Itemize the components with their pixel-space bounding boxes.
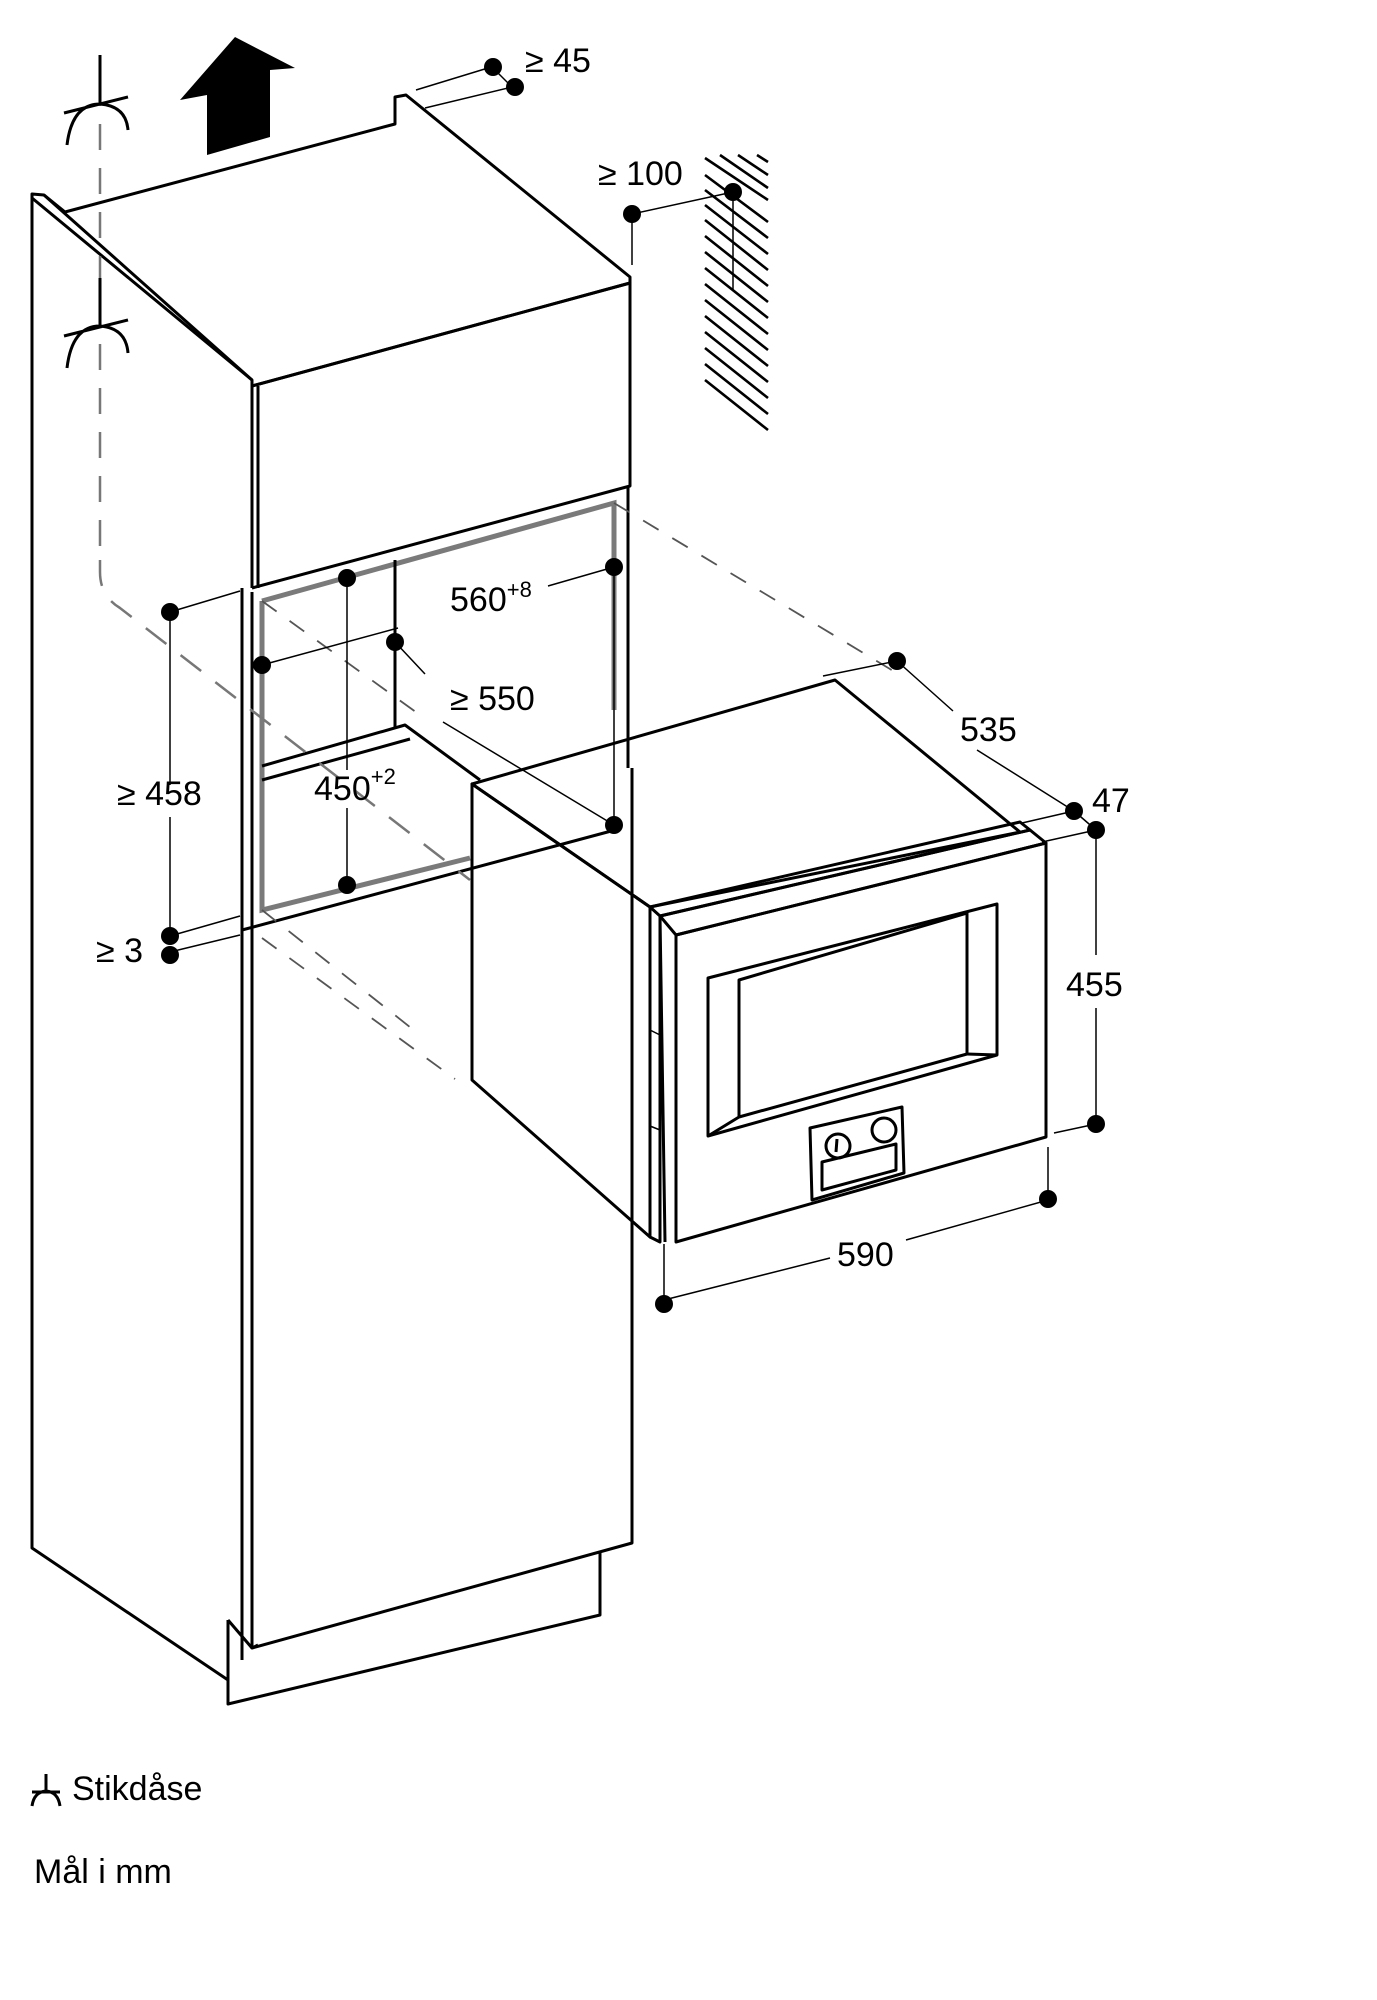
legend-socket: Stikdåse bbox=[28, 1770, 202, 1809]
dimension-point bbox=[161, 946, 179, 964]
knob-left-icon bbox=[824, 1132, 852, 1160]
dim-opening-height: ≥ 458 bbox=[117, 775, 202, 813]
socket-icon bbox=[30, 1773, 62, 1806]
dim-front-depth: 47 bbox=[1092, 782, 1130, 820]
dim-niche-width-value: 560 bbox=[450, 581, 507, 619]
socket-icon bbox=[63, 55, 130, 146]
socket-icon bbox=[63, 278, 130, 369]
dimension-point bbox=[161, 927, 179, 945]
dimension-point bbox=[655, 1295, 673, 1313]
tall-cabinet bbox=[30, 93, 634, 1706]
dimension-point bbox=[1039, 1190, 1057, 1208]
dim-appliance-depth: 535 bbox=[960, 711, 1017, 749]
dim-niche-depth: ≥ 550 bbox=[450, 680, 535, 718]
dimension-point bbox=[605, 816, 623, 834]
dimension-point bbox=[506, 78, 524, 96]
dimension-point bbox=[338, 876, 356, 894]
dimension-point bbox=[724, 183, 742, 201]
ventilation-arrow-icon bbox=[180, 37, 295, 155]
appliance bbox=[470, 678, 1048, 1244]
dim-top-gap: ≥ 45 bbox=[525, 42, 591, 80]
dim-niche-height-value: 450 bbox=[314, 770, 371, 808]
dim-wall-gap: ≥ 100 bbox=[598, 155, 683, 193]
legend-units: Mål i mm bbox=[34, 1853, 172, 1891]
dimension-point bbox=[338, 569, 356, 587]
dim-appliance-height: 455 bbox=[1066, 966, 1123, 1004]
dim-niche-width-tol: +8 bbox=[507, 577, 532, 602]
dimension-point bbox=[253, 656, 271, 674]
dim-niche-width: 560+8 bbox=[450, 577, 532, 619]
dim-niche-height: 450+2 bbox=[314, 764, 396, 808]
legend-socket-label: Stikdåse bbox=[72, 1770, 203, 1808]
dim-bottom-gap: ≥ 3 bbox=[96, 932, 143, 970]
hidden-lines bbox=[98, 80, 896, 1080]
knob-right-icon bbox=[870, 1116, 898, 1144]
dimension-point bbox=[161, 603, 179, 621]
dimension-point bbox=[484, 58, 502, 76]
dimension-point bbox=[623, 205, 641, 223]
dimension-point bbox=[1087, 1115, 1105, 1133]
dimension-point bbox=[386, 633, 404, 651]
dimension-point bbox=[888, 652, 906, 670]
dimension-lines bbox=[161, 58, 1105, 1313]
dim-niche-height-tol: +2 bbox=[371, 764, 396, 789]
dim-appliance-width: 590 bbox=[837, 1236, 894, 1274]
niche-outline bbox=[259, 499, 617, 914]
